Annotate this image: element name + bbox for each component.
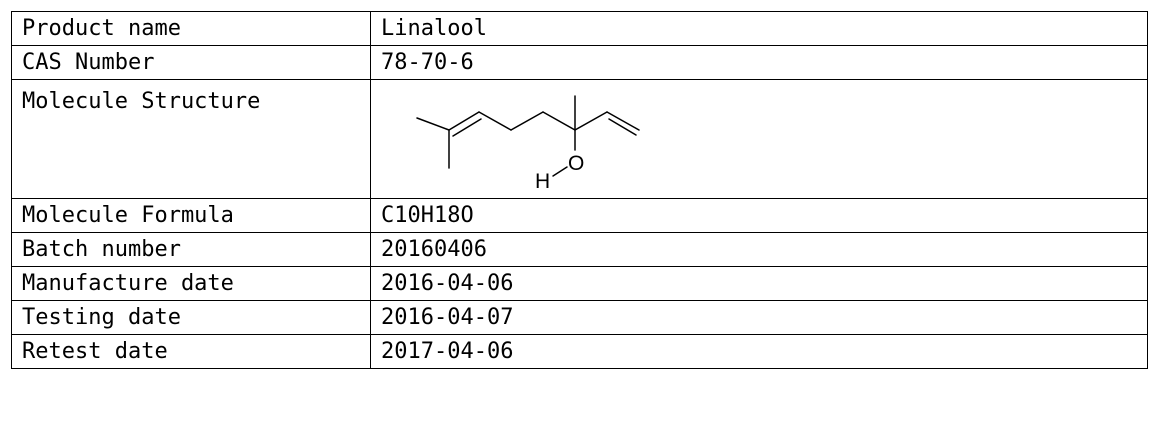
row-label-testing-date: Testing date [11,300,371,335]
row-value-molecule-structure: O H [370,79,1148,199]
table-row: Testing date 2016-04-07 [11,300,1148,335]
row-label-batch-number: Batch number [11,232,371,267]
product-spec-table: Product name Linalool CAS Number 78-70-6… [11,11,1148,369]
table-row: Manufacture date 2016-04-06 [11,266,1148,301]
row-value-testing-date: 2016-04-07 [370,300,1148,335]
table-row: Molecule Formula C10H18O [11,198,1148,233]
row-label-molecule-structure: Molecule Structure [11,79,371,199]
row-value-cas-number: 78-70-6 [370,45,1148,80]
row-label-manufacture-date: Manufacture date [11,266,371,301]
row-value-manufacture-date: 2016-04-06 [370,266,1148,301]
row-label-molecule-formula: Molecule Formula [11,198,371,233]
molecule-structure-diagram: O H [416,95,640,193]
row-label-cas-number: CAS Number [11,45,371,80]
row-label-retest-date: Retest date [11,334,371,369]
table-row: Batch number 20160406 [11,232,1148,267]
row-value-retest-date: 2017-04-06 [370,334,1148,369]
table-row: Product name Linalool [11,11,1148,46]
atom-o-label: O [568,152,584,175]
row-value-product-name: Linalool [370,11,1148,46]
row-label-product-name: Product name [11,11,371,46]
table-row: Retest date 2017-04-06 [11,334,1148,369]
row-value-batch-number: 20160406 [370,232,1148,267]
table-row: CAS Number 78-70-6 [11,45,1148,80]
table-row: Molecule Structure [11,79,1148,199]
atom-h-label: H [535,170,550,193]
row-value-molecule-formula: C10H18O [370,198,1148,233]
